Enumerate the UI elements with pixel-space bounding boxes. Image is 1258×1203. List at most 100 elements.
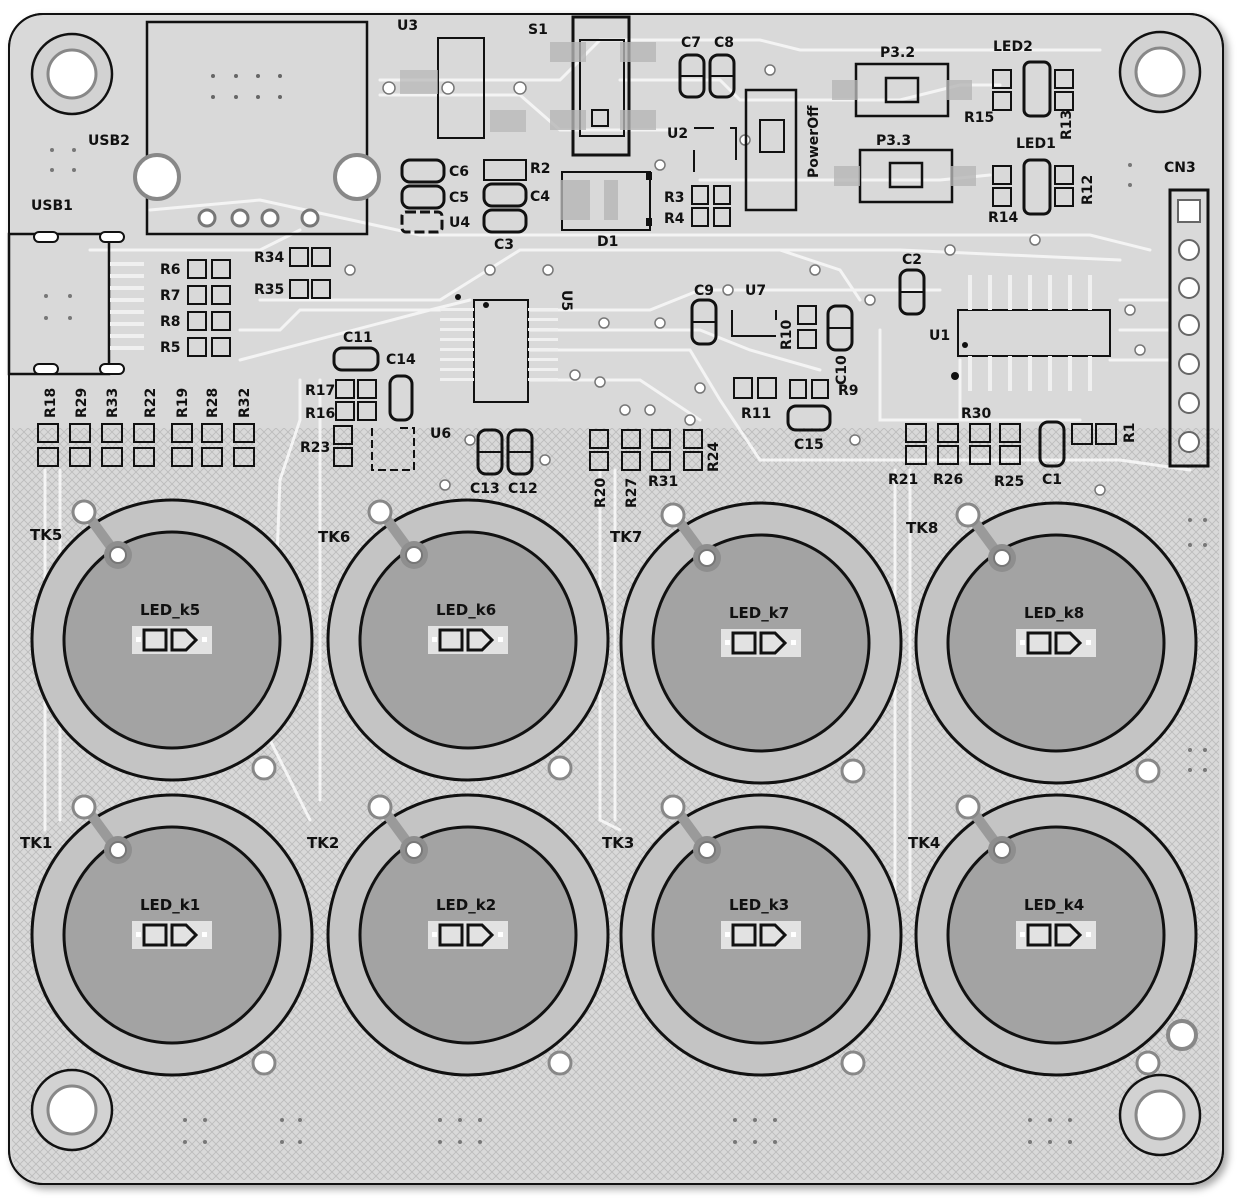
vias: [344, 64, 1146, 496]
touch-key-via: [367, 499, 393, 525]
label-c1: C1: [1042, 472, 1062, 488]
label-r26: R26: [933, 472, 963, 488]
r11-r9-c15: [733, 377, 832, 432]
label-u2: U2: [667, 126, 688, 142]
label-r12: R12: [1080, 175, 1096, 205]
p3-3-button: [834, 148, 976, 204]
led-footprint-pad: [1026, 923, 1052, 947]
u7-cluster: [690, 298, 854, 352]
led-footprint-pad: [142, 923, 168, 947]
label-r9: R9: [838, 383, 859, 399]
touch-key-contact-hole: [698, 549, 716, 567]
label-r1: R1: [1122, 422, 1138, 443]
label-r18: R18: [43, 388, 59, 418]
touch-keys: LED_k5TK5LED_k6TK6LED_k7TK7LED_k8TK8LED_…: [20, 498, 1198, 1077]
label-r29: R29: [74, 388, 90, 418]
led-footprint-pin: [432, 637, 437, 642]
label-r10: R10: [779, 319, 795, 350]
label-usb2: USB2: [88, 133, 130, 149]
touch-key-via: [71, 794, 97, 820]
touch-key-via-2: [547, 755, 573, 781]
led-footprint-pin: [432, 932, 437, 937]
led-label: LED_k5: [140, 601, 200, 619]
led-label: LED_k6: [436, 601, 496, 619]
label-c11: C11: [343, 330, 373, 346]
label-c7: C7: [681, 35, 701, 51]
led-footprint-pin: [202, 932, 207, 937]
label-r28: R28: [205, 388, 221, 418]
label-r13: R13: [1059, 110, 1075, 140]
led-footprint-arrow: [1054, 923, 1083, 947]
c13-c12-capacitors: [476, 428, 534, 476]
label-s1: S1: [528, 22, 548, 38]
label-c6: C6: [449, 164, 469, 180]
label-r32: R32: [237, 388, 253, 418]
c2-capacitor: [898, 268, 926, 316]
led-footprint-pin: [498, 637, 503, 642]
label-r30: R30: [961, 406, 992, 422]
led-footprint-pin: [725, 932, 730, 937]
s1-switch: [550, 15, 656, 157]
touch-key-via-2: [840, 758, 866, 784]
cn3-header: [1168, 188, 1210, 468]
label-r8: R8: [160, 314, 181, 330]
led-label: LED_k4: [1024, 896, 1084, 914]
label-cn3: CN3: [1164, 160, 1196, 176]
led-footprint-pad: [142, 628, 168, 652]
label-u5: U5: [558, 290, 574, 311]
touch-key-label: TK3: [602, 834, 634, 852]
key-resistors-mid: [589, 429, 703, 471]
touch-key-via-2: [1135, 1050, 1161, 1076]
label-r14: R14: [988, 210, 1019, 226]
label-led2: LED2: [993, 39, 1033, 55]
led-footprint-pad: [438, 923, 464, 947]
key-resistors-left: [37, 423, 255, 467]
label-r4: R4: [664, 211, 685, 227]
touch-key-via-2: [840, 1050, 866, 1076]
label-c15: C15: [794, 437, 824, 453]
usb2-connector: [133, 20, 381, 236]
u2-component: [693, 127, 737, 172]
power-caps: [400, 158, 528, 234]
touch-key-via-2: [251, 755, 277, 781]
label-c5: C5: [449, 190, 469, 206]
touch-key-label: TK7: [610, 528, 642, 546]
label-c13: C13: [470, 481, 500, 497]
label-c8: C8: [714, 35, 734, 51]
touch-key-via-2: [547, 1050, 573, 1076]
label-r22: R22: [143, 388, 159, 418]
touch-key-7: LED_k3 TK3: [602, 793, 903, 1077]
c7-c8-capacitors: [678, 53, 736, 99]
led-footprint-pin: [498, 932, 503, 937]
touch-key-via: [955, 794, 981, 820]
led-footprint-pin: [136, 637, 141, 642]
touch-key-label: TK8: [906, 519, 938, 537]
touch-key-contact-hole: [993, 841, 1011, 859]
label-r33: R33: [105, 388, 121, 418]
p3-2-button: [832, 62, 972, 118]
label-r35: R35: [254, 282, 284, 298]
label-p3-3: P3.3: [876, 133, 911, 149]
led-footprint-pad: [731, 923, 757, 947]
led-label: LED_k2: [436, 896, 496, 914]
label-r15: R15: [964, 110, 994, 126]
led-label: LED_k3: [729, 896, 789, 914]
led-footprint-pin: [202, 637, 207, 642]
touch-key-contact-hole: [993, 549, 1011, 567]
u3-component: [400, 37, 526, 139]
small-vias: [44, 148, 1207, 1144]
label-led1: LED1: [1016, 136, 1056, 152]
label-u1: U1: [929, 328, 950, 344]
r34-r35-resistors: [289, 247, 331, 299]
u6-cluster: [332, 346, 415, 471]
led-footprint-pin: [1086, 932, 1091, 937]
touch-key-via: [660, 794, 686, 820]
usb-resistors: [187, 259, 231, 357]
label-r3: R3: [664, 190, 685, 206]
label-r23: R23: [300, 440, 330, 456]
poweroff-switch: [744, 88, 798, 212]
touch-key-contact-hole: [698, 841, 716, 859]
led-footprint-pin: [725, 640, 730, 645]
